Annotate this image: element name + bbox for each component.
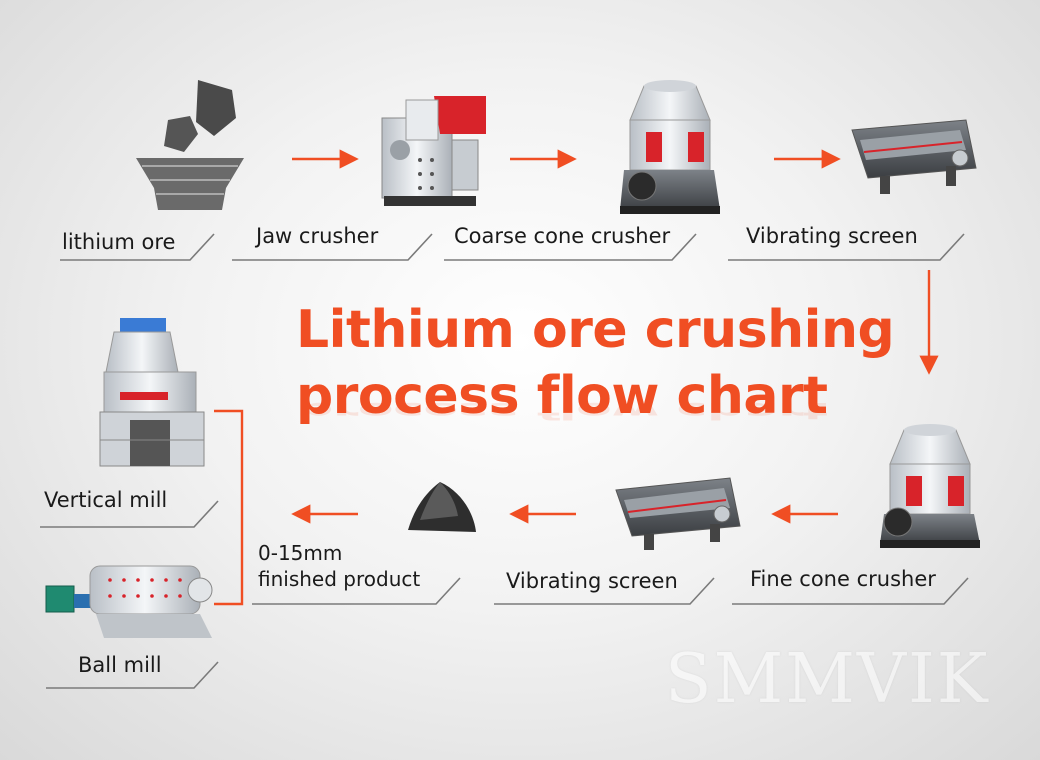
title-line-1: Lithium ore crushing: [296, 300, 895, 360]
vibrating-screen-1-icon: [851, 119, 977, 194]
label-underlines: [40, 233, 969, 689]
jaw-crusher-icon: [381, 96, 486, 206]
label-jaw-crusher: Jaw crusher: [256, 224, 379, 248]
label-coarse-cone-crusher: Coarse cone crusher: [454, 224, 671, 248]
underline-lithium-ore: [60, 233, 215, 261]
underline-ball-mill: [46, 661, 219, 689]
title-line-2: process flow chart: [296, 366, 828, 426]
lithium-ore-hopper-icon: [136, 80, 244, 210]
underline-fine-cone: [732, 577, 969, 605]
underline-vertical-mill: [40, 500, 219, 528]
underline-jaw-crusher: [232, 233, 433, 261]
label-vibrating-screen-2: Vibrating screen: [506, 569, 678, 593]
title-reflection: process flow chart: [296, 397, 828, 424]
label-ball-mill: Ball mill: [78, 653, 162, 677]
brand-watermark: SMMVIK: [665, 640, 990, 719]
label-finished-product: finished product: [258, 567, 421, 591]
underline-finished-product: [252, 577, 461, 605]
underline-coarse-cone: [444, 233, 697, 261]
underline-vibrating-2: [494, 577, 715, 605]
vertical-mill-icon: [99, 318, 205, 467]
label-lithium-ore: lithium ore: [62, 230, 176, 254]
fine-cone-crusher-icon: [880, 424, 980, 548]
ball-mill-icon: [45, 565, 213, 638]
coarse-cone-crusher-icon: [620, 80, 720, 214]
flow-arrows: [291, 149, 939, 524]
vibrating-screen-2-icon: [615, 477, 741, 550]
underline-vibrating-1: [728, 233, 965, 261]
label-vibrating-screen-1: Vibrating screen: [746, 224, 918, 248]
label-vertical-mill: Vertical mill: [44, 488, 168, 512]
label-finished-size: 0-15mm: [258, 541, 343, 565]
finished-product-ore-icon: [408, 482, 476, 532]
label-fine-cone-crusher: Fine cone crusher: [750, 567, 936, 591]
mill-bracket: [214, 409, 244, 606]
